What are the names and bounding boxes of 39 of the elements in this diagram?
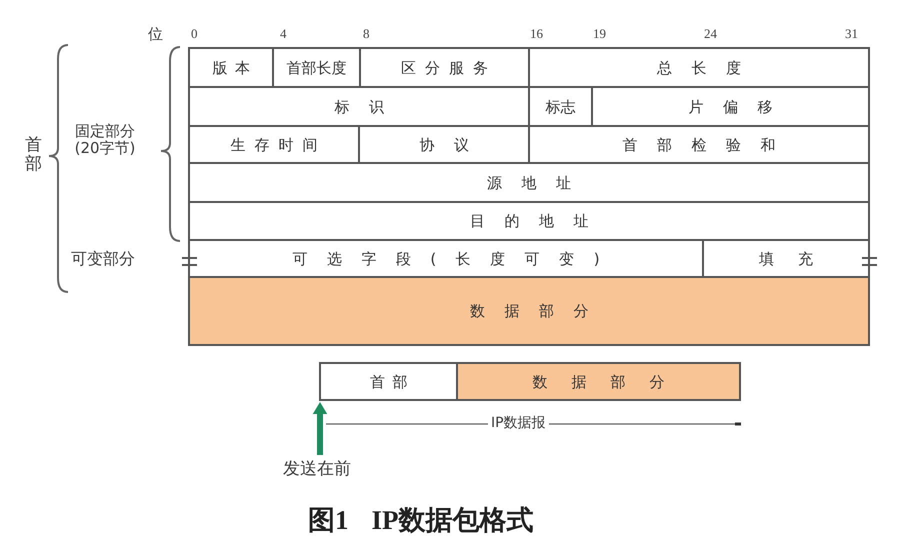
bit-number: 0 (191, 26, 198, 42)
data-segment (456, 362, 741, 401)
bit-number: 24 (704, 26, 717, 42)
field-label: 首部长度 (286, 58, 346, 76)
field-label: 首部 (368, 372, 415, 390)
field-label: 标志 (546, 98, 576, 116)
field-label: 片偏移 (688, 98, 792, 116)
dimension-label: IP数据报 (488, 414, 549, 432)
field-label: 数据部分 (468, 302, 608, 320)
data-field (188, 276, 870, 346)
header-field (188, 201, 870, 241)
field-label: 区分服务 (400, 58, 497, 76)
bit-number: 31 (845, 26, 858, 42)
field-label: 填充 (758, 250, 837, 268)
header-field (188, 47, 274, 88)
field-label: 首部检验和 (622, 136, 795, 154)
field-label: 协议 (418, 136, 488, 154)
arrow (312, 402, 328, 455)
bit-number: 8 (363, 26, 370, 42)
field-label: 标识 (333, 98, 404, 116)
annotation-text: 发送在前 (283, 456, 355, 481)
field-label: 版本 (211, 58, 258, 76)
section-label: 可变部分 (71, 249, 135, 270)
figure-caption: 图1 IP数据包格式 (308, 504, 534, 537)
bit-number: 19 (593, 26, 606, 42)
section-label: 固定部分(20字节) (74, 123, 136, 157)
header-segment (319, 362, 458, 401)
bit-number: 16 (530, 26, 543, 42)
header-field (188, 162, 870, 203)
field-label: 总长度 (656, 58, 760, 76)
section-label: 首部 (25, 136, 42, 174)
bit-axis-label: 位 (148, 25, 163, 44)
field-label: 目的地址 (468, 212, 608, 230)
bit-number: 4 (280, 26, 286, 42)
field-label: 可选字段(长度可变) (291, 250, 620, 268)
field-label: 生存时间 (230, 136, 326, 154)
header-field (528, 47, 870, 88)
field-label: 数据部分 (532, 372, 688, 390)
field-label: 源地址 (486, 174, 590, 192)
